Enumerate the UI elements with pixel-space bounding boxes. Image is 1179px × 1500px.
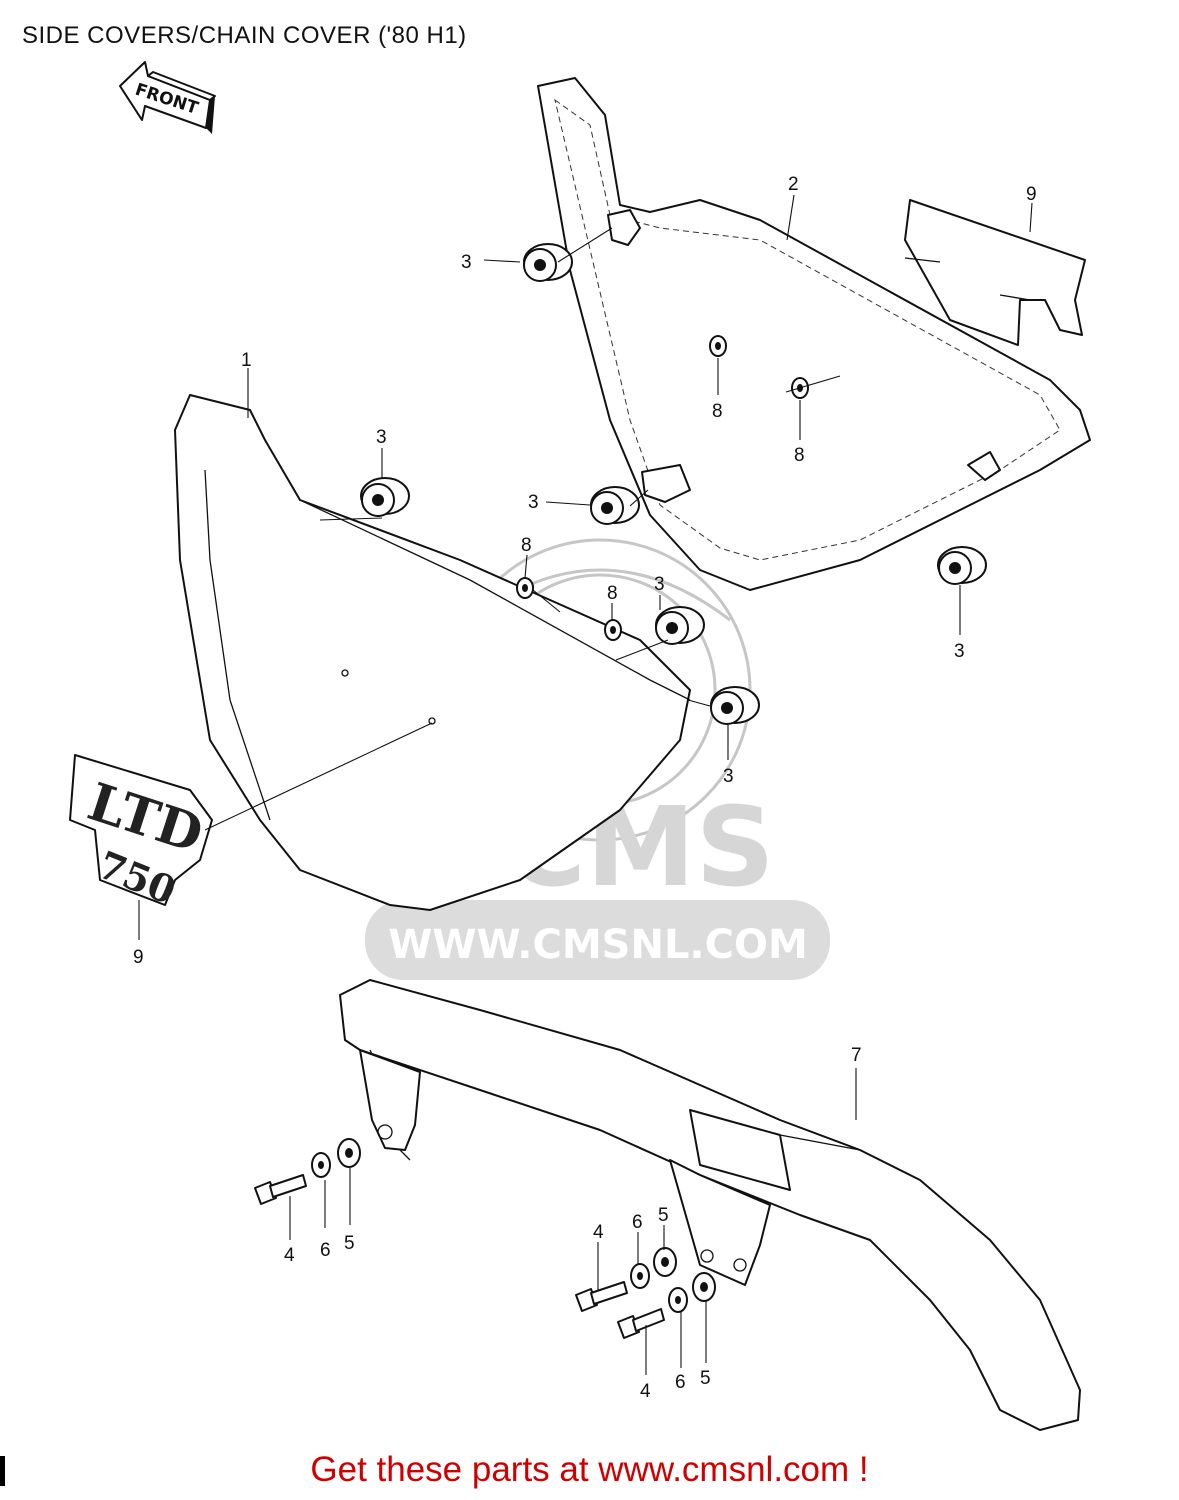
bolt-b [575, 1281, 628, 1312]
diagram-title: SIDE COVERS/CHAIN COVER ('80 H1) [22, 22, 467, 49]
callout-6a: 6 [320, 1240, 331, 1261]
nut-c [516, 577, 534, 599]
washer-5b [653, 1247, 677, 1277]
callout-2: 2 [788, 174, 799, 195]
chain-cover [339, 979, 1081, 1431]
grommet-c [590, 486, 640, 525]
callout-3d: 3 [654, 574, 665, 595]
washer-5a [337, 1138, 361, 1168]
callout-labels: 1 2 3 3 3 3 3 3 4 4 4 5 5 5 6 6 6 7 8 8 … [133, 174, 1037, 1402]
callout-6b: 6 [632, 1212, 643, 1233]
leader-lines [138, 194, 1033, 1375]
grommet-f [937, 546, 987, 585]
callout-4a: 4 [284, 1245, 295, 1266]
edge-mark [0, 1456, 5, 1486]
callout-3f: 3 [954, 641, 965, 662]
nut-d [604, 619, 622, 641]
washer-6c [668, 1287, 688, 1313]
grommet-d [655, 606, 705, 645]
washer-6a [311, 1152, 331, 1178]
washer-6b [630, 1263, 650, 1289]
washer-5c [692, 1272, 716, 1302]
cms-watermark: CMS WWW.CMSNL.COM [365, 538, 830, 980]
callout-9b: 9 [133, 947, 144, 968]
grommet-b [360, 477, 410, 517]
callout-8d: 8 [607, 583, 618, 604]
callout-5b: 5 [658, 1205, 669, 1226]
front-arrow-icon: FRONT [119, 61, 216, 134]
bolt-a [254, 1174, 307, 1205]
bolt-c [617, 1308, 665, 1339]
left-side-cover [174, 394, 691, 911]
callout-4c: 4 [640, 1381, 651, 1402]
callout-7: 7 [851, 1045, 862, 1066]
callout-3c: 3 [528, 492, 539, 513]
callout-8c: 8 [521, 535, 532, 556]
callout-6c: 6 [675, 1372, 686, 1393]
callout-9a: 9 [1026, 184, 1037, 205]
callout-8a: 8 [712, 401, 723, 422]
grommet-a [523, 243, 573, 282]
callout-4b: 4 [593, 1222, 604, 1243]
callout-5a: 5 [344, 1233, 355, 1254]
callout-3b: 3 [376, 427, 387, 448]
callout-5c: 5 [700, 1368, 711, 1389]
left-emblem: LTD 750 [69, 754, 213, 913]
right-side-cover [537, 77, 1091, 591]
footer-promo-link[interactable]: Get these parts at www.cmsnl.com ! [310, 1450, 869, 1489]
callout-8b: 8 [794, 445, 805, 466]
watermark-url: WWW.CMSNL.COM [388, 922, 808, 968]
callout-1: 1 [241, 350, 252, 371]
callout-3a: 3 [461, 252, 472, 273]
right-emblem [904, 199, 1086, 346]
callout-3e: 3 [723, 766, 734, 787]
grommet-e [710, 686, 760, 725]
nut-a [709, 335, 727, 357]
